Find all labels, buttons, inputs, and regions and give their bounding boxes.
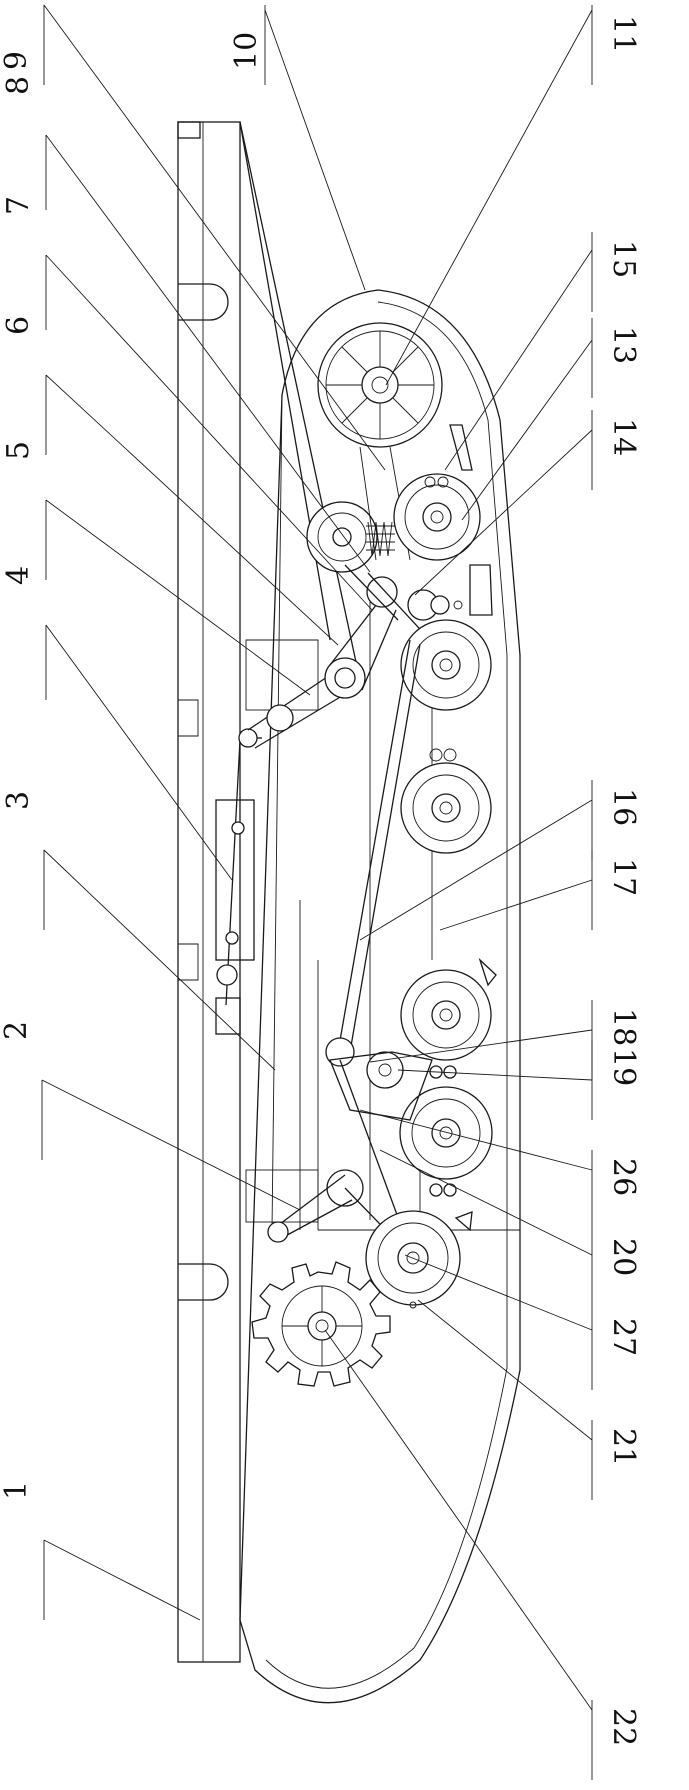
label-13: 13: [606, 326, 641, 364]
rear-wheel: [365, 1210, 461, 1309]
idler-wheel-top: [317, 322, 443, 561]
drive-sprocket: [251, 1261, 391, 1387]
label-9: 9: [0, 51, 34, 70]
label-17: 17: [606, 858, 641, 896]
label-4: 4: [1, 566, 36, 585]
label-10: 10: [229, 32, 264, 70]
main-frame: [177, 121, 241, 1663]
label-11: 11: [606, 15, 641, 53]
label-20: 20: [606, 1238, 641, 1276]
label-14: 14: [606, 418, 641, 456]
upper-linkage: [238, 599, 397, 749]
part-labels: 1 2 3 4 5 6 7 8 9 10 11 15 13 14 16 17 1…: [0, 15, 641, 1746]
label-19: 19: [606, 1048, 641, 1086]
label-2: 2: [0, 1021, 34, 1040]
track-belt: [239, 289, 521, 1704]
label-18: 18: [606, 1008, 641, 1046]
leader-lines: [41, 4, 593, 1780]
label-26: 26: [606, 1158, 641, 1196]
road-wheel-1: [393, 473, 481, 561]
label-5: 5: [1, 441, 36, 460]
road-wheel-4: [400, 969, 492, 1061]
hydraulic-cylinder: [215, 737, 262, 1035]
small-idlers: [407, 424, 497, 1232]
label-3: 3: [1, 791, 36, 810]
label-15: 15: [606, 240, 641, 278]
tension-assembly: [306, 501, 431, 641]
road-wheel-2: [400, 619, 492, 711]
label-1: 1: [0, 1481, 34, 1500]
road-wheel-5: [399, 1086, 493, 1180]
road-wheel-3: [400, 762, 492, 854]
label-8: 8: [1, 76, 36, 95]
label-16: 16: [606, 788, 641, 826]
label-22: 22: [606, 1708, 641, 1746]
label-7: 7: [1, 196, 36, 215]
label-21: 21: [606, 1428, 641, 1466]
label-6: 6: [1, 316, 36, 335]
label-27: 27: [606, 1318, 641, 1356]
